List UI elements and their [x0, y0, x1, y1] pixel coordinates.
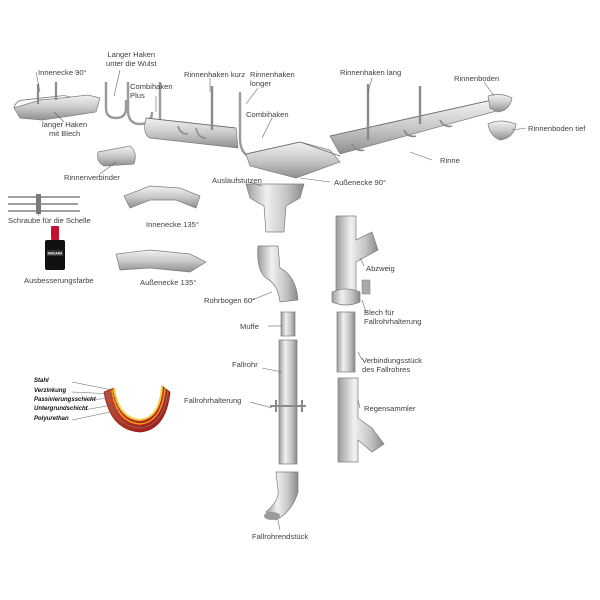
rinnenhaken-lang-part: [366, 84, 422, 140]
langer-haken-wulst-part: [36, 82, 58, 104]
label-langer-haken-blech: langer Haken mit Blech: [42, 120, 87, 138]
layer-label-untergrundschicht: Untergrundschicht: [34, 406, 88, 412]
layer-label-verzinkung: Verzinkung: [34, 388, 67, 394]
layer-label-passivierungsschicht: Passivierungsschicht: [34, 397, 96, 403]
label-line: Plus: [130, 91, 145, 100]
label-verbindungsstueck: Verbindungsstück des Fallrohres: [362, 356, 422, 374]
label-aussenecke-90: Außenecke 90°: [334, 178, 387, 187]
fallrohrhalterung-part: [270, 400, 306, 412]
label-rinne: Rinne: [440, 156, 460, 165]
label-rinnenhaken-lang: Rinnenhaken lang: [340, 68, 402, 77]
innenecke-90-part: [13, 94, 101, 121]
gutter-run: [13, 82, 517, 179]
label-line: Combihaken: [130, 82, 173, 91]
label-langer-haken-wulst: Langer Haken unter die Wulst: [106, 50, 157, 68]
rinnenverbinder-part: [97, 145, 136, 167]
label-line: Blech für: [364, 308, 394, 317]
label-line: Fallrohrhalterung: [364, 317, 422, 326]
label-fallrohrendstueck: Fallrohrendstück: [252, 532, 309, 541]
layer-cross-section: [103, 385, 171, 433]
label-line: Langer Haken: [107, 50, 156, 59]
label-innenecke-135: Innenecke 135°: [146, 220, 199, 229]
rinne-left-part: [144, 117, 239, 149]
blech-fallrohrhalterung-part: [331, 288, 361, 306]
abzweig-part: [335, 215, 379, 293]
label-fallrohr: Fallrohr: [232, 360, 258, 369]
ausbesserungsfarbe-bottle: NIAGARA: [45, 226, 65, 270]
label-line: Verbindungsstück: [362, 356, 422, 365]
auslaufstutzen-part: [245, 183, 305, 233]
label-rinnenboden-tief: Rinnenboden tief: [528, 124, 586, 133]
label-schraube-schelle: Schraube für die Schelle: [8, 216, 91, 225]
rohrbogen-60-part: [257, 245, 299, 303]
label-rinnenboden: Rinnenboden: [454, 74, 500, 83]
verbindungsstueck-part: [336, 311, 356, 373]
rinnenboden-tief-part: [487, 120, 517, 141]
label-line: Rinnenhaken: [250, 70, 295, 79]
label-muffe: Muffe: [240, 322, 259, 331]
langer-haken-blech-part: [104, 82, 128, 120]
label-ausbesserungsfarbe: Ausbesserungsfarbe: [24, 276, 94, 285]
layer-label-polyurethan: Polyurethan: [34, 416, 69, 422]
leader-lines: [35, 69, 527, 531]
regensammler-part: [337, 377, 385, 463]
label-abzweig: Abzweig: [366, 264, 395, 273]
label-auslaufstutzen: Auslaufstutzen: [212, 176, 262, 185]
label-rohrbogen-60: Rohrbogen 60°: [204, 296, 256, 305]
label-line: mit Blech: [48, 129, 81, 138]
rinne-right-part: [329, 99, 501, 155]
label-line: unter die Wulst: [106, 59, 157, 68]
label-innenecke-90: Innenecke 90°: [38, 68, 87, 77]
schraube-part: [8, 194, 80, 214]
label-combihaken: Combihaken: [246, 110, 289, 119]
label-line: langer Haken: [42, 120, 88, 129]
aussenecke-135-part: [115, 249, 207, 273]
aussenecke-90-part: [245, 141, 341, 179]
label-rinnenhaken-kurz: Rinnenhaken kurz: [184, 70, 246, 79]
layer-label-stahl: Stahl: [34, 378, 49, 384]
label-aussenecke-135: Außenecke 135°: [140, 278, 197, 287]
label-rinnenverbinder: Rinnenverbinder: [64, 173, 120, 182]
muffe-part: [280, 311, 296, 337]
label-line: longer: [250, 79, 272, 88]
label-blech-fallrohrhalterung: Blech für Fallrohrhalterung: [364, 308, 421, 326]
rinnenboden-part: [487, 94, 513, 113]
label-rinnenhaken-longer: Rinnenhaken longer: [250, 70, 295, 88]
label-line: des Fallrohres: [362, 365, 411, 374]
fallrohrendstueck-part: [265, 471, 299, 521]
label-fallrohrhalterung: Fallrohrhalterung: [184, 396, 242, 405]
label-combihaken-plus: Combihaken Plus: [130, 82, 173, 100]
rinnenhaken-longer-part: [238, 92, 255, 160]
innenecke-135-part: [123, 185, 201, 209]
fallrohr-part: [278, 339, 298, 465]
label-regensammler: Regensammler: [364, 404, 416, 413]
bottle-label: NIAGARA: [48, 252, 64, 256]
